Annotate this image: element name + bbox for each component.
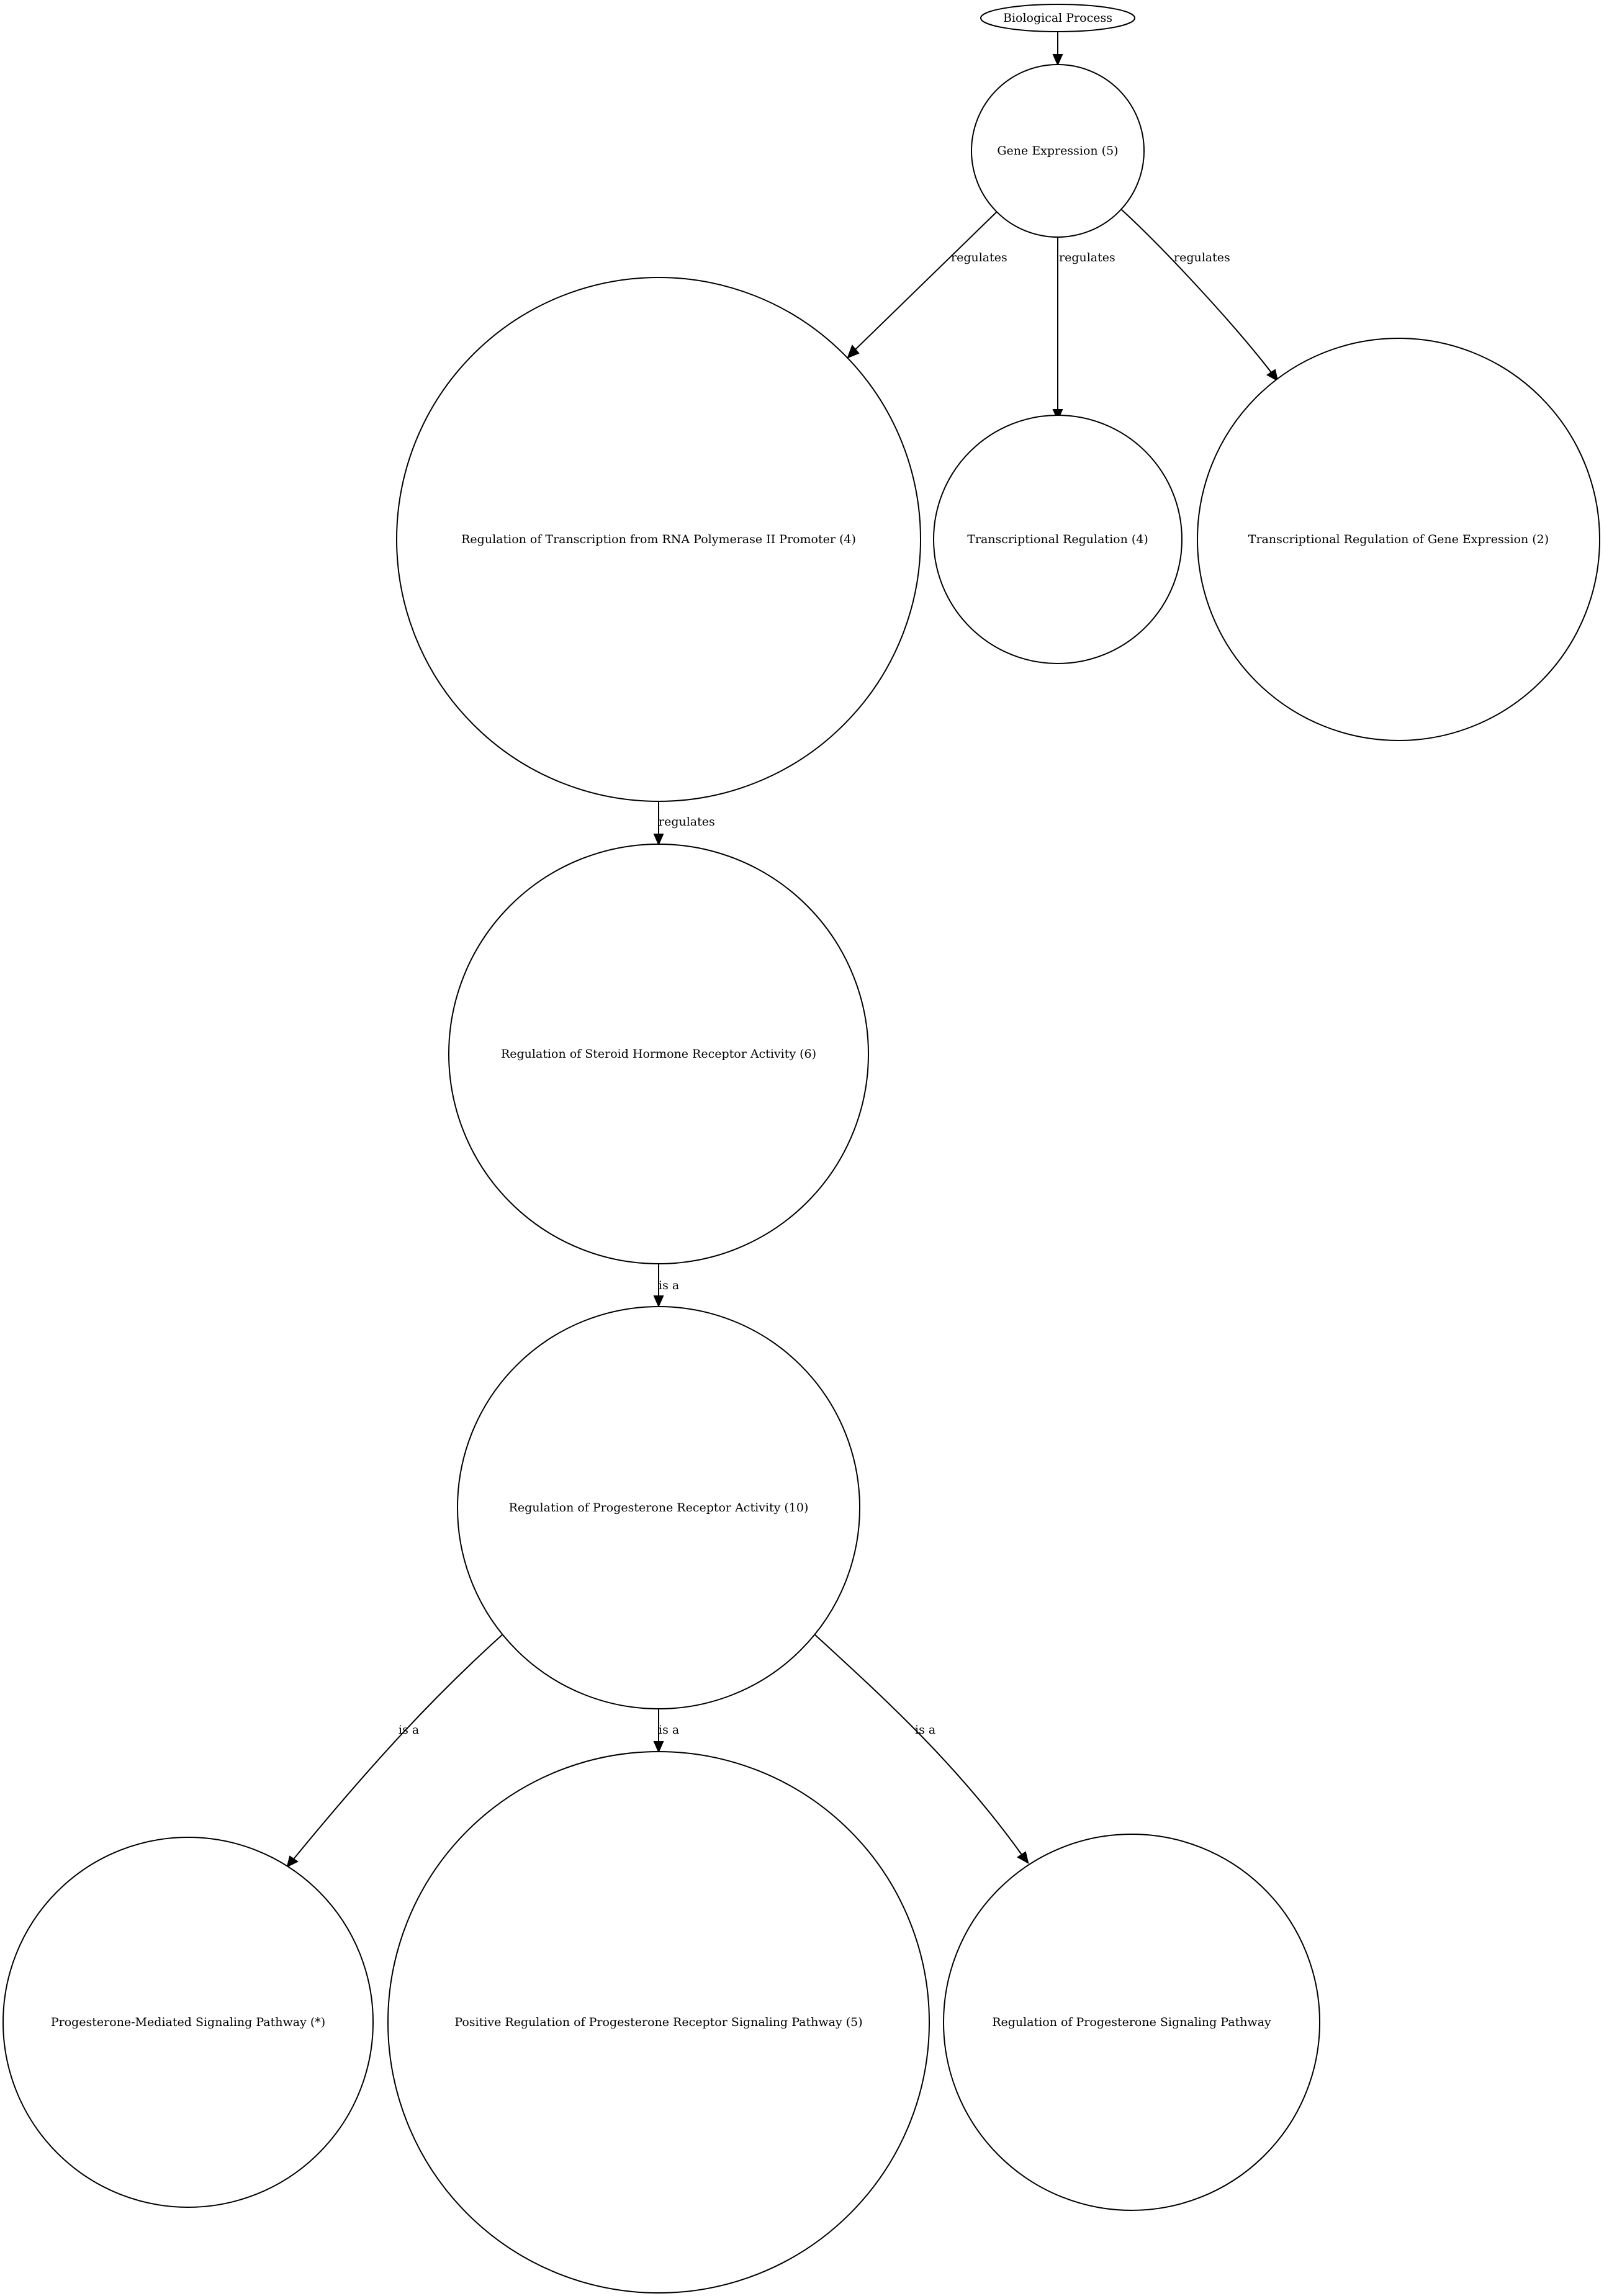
edge-rpra-prprsp: is a (653, 1709, 679, 1754)
edge-ge-trge: regulates (1120, 209, 1279, 382)
edge-label-ge-rtrna: regulates (951, 251, 1007, 264)
edge-label-rpra-prprsp: is a (659, 1723, 679, 1737)
node-label-biological-process: Biological Process (1003, 11, 1112, 25)
edge-label-rpra-pmsp: is a (399, 1723, 419, 1737)
node-positive-regulation-progesterone-receptor-signaling[interactable]: Positive Regulation of Progesterone Rece… (387, 1751, 930, 2294)
edge-rpra-pmsp: is a (286, 1633, 504, 1868)
edge-rtrna-rshra: regulates (653, 801, 715, 846)
node-label-regulation-steroid-hormone-receptor: Regulation of Steroid Hormone Receptor A… (501, 1047, 816, 1061)
node-label-regulation-transcription-rna-pol-ii: Regulation of Transcription from RNA Pol… (461, 533, 856, 546)
node-progesterone-mediated-signaling[interactable]: Progesterone-Mediated Signaling Pathway … (2, 1837, 374, 2208)
edge-label-ge-tr: regulates (1059, 251, 1115, 264)
node-label-progesterone-mediated-signaling: Progesterone-Mediated Signaling Pathway … (51, 2015, 325, 2029)
node-label-regulation-progesterone-signaling: Regulation of Progesterone Signaling Pat… (992, 2015, 1271, 2029)
edge-ge-tr: regulates (1052, 238, 1115, 421)
node-transcriptional-regulation-gene-expression[interactable]: Transcriptional Regulation of Gene Expre… (1197, 338, 1600, 741)
node-label-transcriptional-regulation-gene-expression: Transcriptional Regulation of Gene Expre… (1248, 533, 1549, 546)
node-biological-process[interactable]: Biological Process (980, 4, 1135, 32)
edge-ge-rtrna: regulates (847, 211, 1007, 359)
node-regulation-steroid-hormone-receptor[interactable]: Regulation of Steroid Hormone Receptor A… (448, 844, 869, 1264)
edge-bp-ge (1052, 32, 1063, 66)
edge-label-ge-trge: regulates (1174, 251, 1230, 264)
node-label-gene-expression: Gene Expression (5) (997, 144, 1118, 158)
node-gene-expression[interactable]: Gene Expression (5) (971, 64, 1145, 238)
edge-label-rshra-rpra: is a (659, 1279, 679, 1292)
node-regulation-progesterone-receptor[interactable]: Regulation of Progesterone Receptor Acti… (457, 1306, 860, 1709)
edge-label-rtrna-rshra: regulates (659, 815, 715, 829)
node-label-regulation-progesterone-receptor: Regulation of Progesterone Receptor Acti… (509, 1501, 809, 1515)
node-regulation-transcription-rna-pol-ii[interactable]: Regulation of Transcription from RNA Pol… (396, 277, 921, 802)
edge-label-rpra-rpsp: is a (915, 1723, 935, 1737)
node-label-positive-regulation-progesterone-receptor-signaling: Positive Regulation of Progesterone Rece… (454, 2015, 862, 2029)
edge-rshra-rpra: is a (653, 1264, 679, 1308)
node-transcriptional-regulation[interactable]: Transcriptional Regulation (4) (933, 415, 1183, 664)
node-regulation-progesterone-signaling[interactable]: Regulation of Progesterone Signaling Pat… (943, 1834, 1320, 2211)
node-label-transcriptional-regulation: Transcriptional Regulation (4) (967, 533, 1148, 546)
edge-rpra-rpsp: is a (813, 1633, 1029, 1864)
